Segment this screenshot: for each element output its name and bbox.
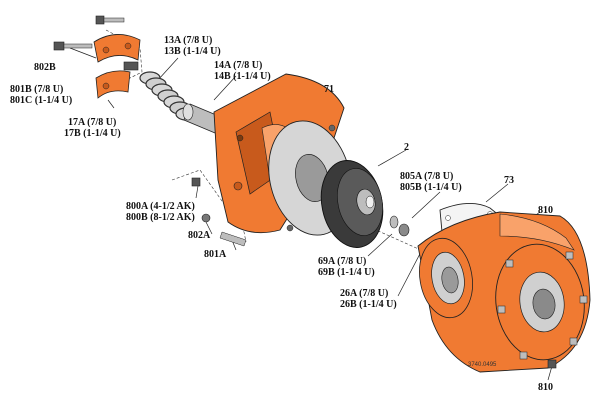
- nut-802A: [201, 213, 211, 223]
- bolt-top: [95, 15, 125, 25]
- label-69B: 69B (1-1/4 U): [318, 267, 375, 278]
- label-13B: 13B (1-1/4 U): [164, 46, 221, 57]
- label-802A: 802A: [188, 230, 211, 241]
- label-805A: 805A (7/8 U): [400, 171, 454, 182]
- label-800B: 800B (8-1/2 AK): [126, 212, 195, 223]
- label-801C: 801C (1-1/4 U): [10, 95, 73, 106]
- label-17A: 17A (7/8 U): [68, 117, 117, 128]
- label-69A: 69A (7/8 U): [318, 256, 367, 267]
- bolt-810-bottom: [547, 359, 557, 369]
- label-810-bottom: 810: [538, 382, 553, 393]
- impeller-2: [320, 160, 384, 248]
- bolt-800: [191, 177, 201, 187]
- washer-805: [389, 215, 410, 237]
- label-17B: 17B (1-1/4 U): [64, 128, 121, 139]
- label-810-top: 810: [538, 205, 553, 216]
- label-13A: 13A (7/8 U): [164, 35, 213, 46]
- label-26A: 26A (7/8 U): [340, 288, 389, 299]
- coupling-half-upper: [93, 34, 141, 63]
- drawing-number: 3740.0495: [468, 362, 497, 368]
- label-26B: 26B (1-1/4 U): [340, 299, 397, 310]
- label-802B: 802B: [34, 62, 56, 73]
- label-14A: 14A (7/8 U): [214, 60, 263, 71]
- label-801A: 801A: [204, 249, 227, 260]
- label-800A: 800A (4-1/2 AK): [126, 201, 195, 212]
- pump-casing: [417, 211, 591, 373]
- label-805B: 805B (1-1/4 U): [400, 182, 462, 193]
- label-801B: 801B (7/8 U): [10, 84, 64, 95]
- label-2: 2: [404, 142, 409, 153]
- stud-801A: [219, 231, 247, 247]
- bolt-coupling: [123, 61, 139, 71]
- label-71: 71: [324, 84, 334, 95]
- label-73: 73: [504, 175, 514, 186]
- label-14B: 14B (1-1/4 U): [214, 71, 271, 82]
- bolt-802B: [53, 41, 93, 51]
- coupling-half-lower: [95, 70, 131, 99]
